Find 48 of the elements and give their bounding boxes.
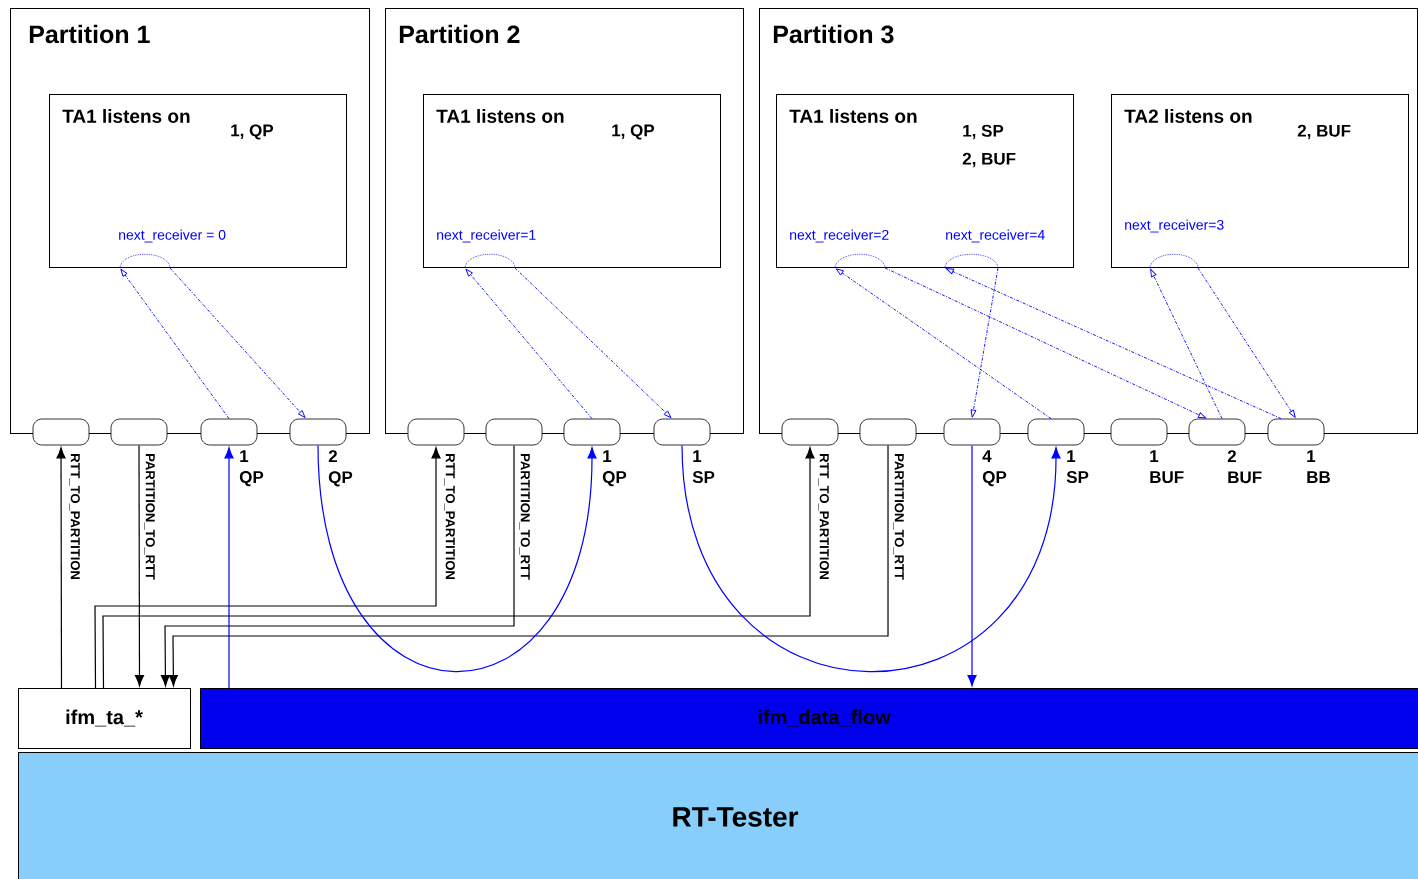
edge-label: RTT_TO_PARTITION xyxy=(817,452,830,581)
arrow xyxy=(134,444,144,687)
port-label: 2 QP xyxy=(328,450,353,487)
arrow xyxy=(514,267,672,419)
arrow xyxy=(168,444,889,687)
port-box xyxy=(485,418,543,446)
port-label: 4 QP xyxy=(982,450,1007,487)
agent-box: TA1 listens on 1, QP next_receiver = 0 xyxy=(49,94,347,268)
port-label: 1 QP xyxy=(239,450,264,487)
port-label: 1 QP xyxy=(602,450,627,487)
port-box xyxy=(781,418,839,446)
port-label: 1 BB xyxy=(1307,450,1330,483)
port-box xyxy=(32,418,90,446)
arrow xyxy=(465,268,593,420)
edge-label: PARTITION_TO_RTT xyxy=(892,452,905,581)
arrow xyxy=(1150,268,1223,420)
arrow xyxy=(169,267,306,418)
tester-band: RT-Tester xyxy=(18,752,1418,879)
agent-box: TA1 listens on 1, QP next_receiver=1 xyxy=(423,94,721,268)
arrow xyxy=(120,268,230,420)
port-box xyxy=(859,418,917,446)
edge-label: PARTITION_TO_RTT xyxy=(143,452,156,581)
interface-box: ifm_ta_* xyxy=(18,688,191,749)
arrow xyxy=(884,267,1207,419)
arrow xyxy=(102,447,815,689)
edge-label: PARTITION_TO_RTT xyxy=(518,452,531,581)
arrow xyxy=(681,444,1061,673)
arrow xyxy=(967,444,977,687)
arrow xyxy=(970,267,999,418)
port-box xyxy=(407,418,465,446)
edge-label: RTT_TO_PARTITION xyxy=(68,452,81,581)
port-label: 1 SP xyxy=(1066,450,1089,484)
arrow xyxy=(160,444,515,687)
arrow xyxy=(56,447,66,689)
port-label: 1 SP xyxy=(692,450,715,484)
data-flow-bar: ifm_data_flow xyxy=(200,688,1418,749)
arrow xyxy=(317,444,597,673)
port-label: 1 BUF xyxy=(1150,450,1184,484)
arrow xyxy=(224,447,234,689)
arrow xyxy=(1197,267,1296,418)
agent-box: TA2 listens on 2, BUF next_receiver=3 xyxy=(1111,94,1409,268)
port-box xyxy=(110,418,168,446)
arrow xyxy=(94,447,441,689)
edge-label: RTT_TO_PARTITION xyxy=(443,452,456,581)
port-label: 2 BUF xyxy=(1227,450,1262,484)
arrow xyxy=(835,268,1052,420)
arrow xyxy=(945,268,1282,420)
agent-box: TA1 listens on 1, SP 2, BUF next_receiver=2 next_receiver=4 xyxy=(776,94,1074,268)
